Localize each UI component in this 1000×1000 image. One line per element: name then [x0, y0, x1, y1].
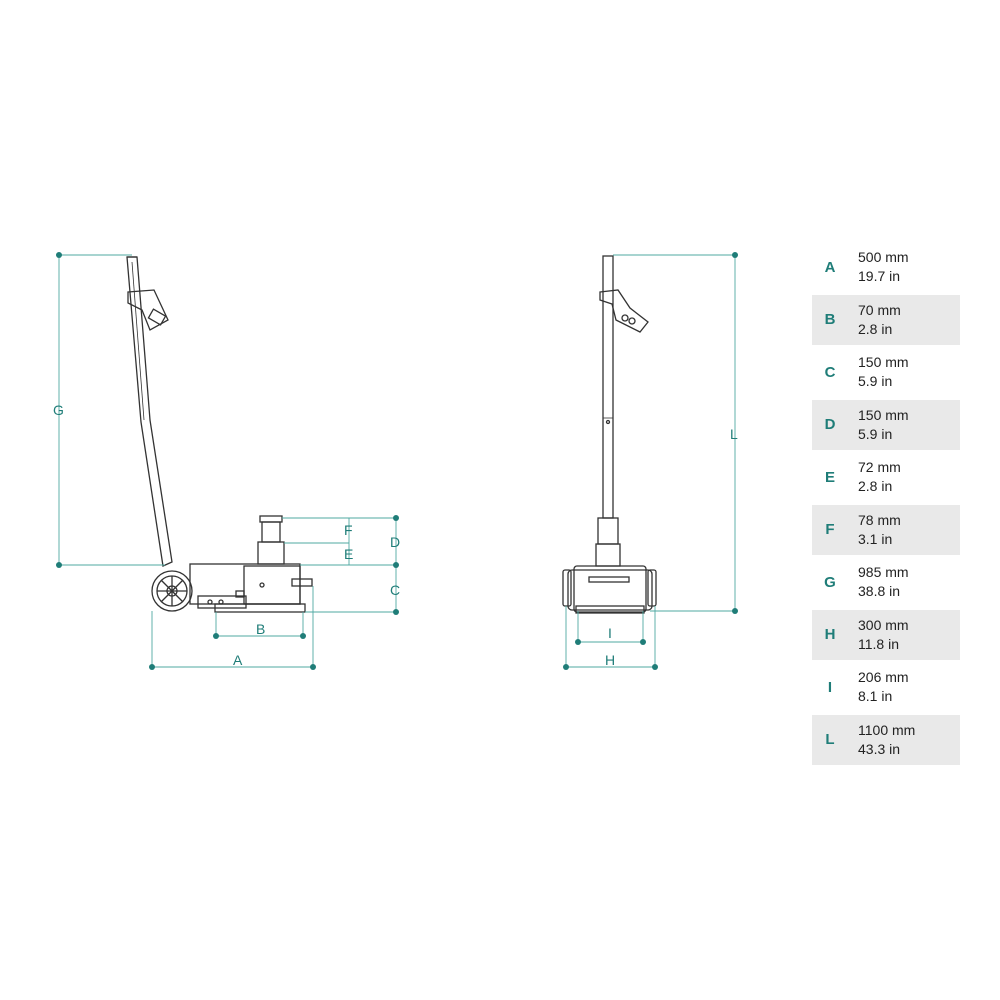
front-view-jack [562, 255, 657, 614]
spec-mm: 72 mm [858, 459, 901, 475]
label-f: F [344, 522, 353, 538]
spec-in: 8.1 in [858, 688, 893, 704]
spec-key: F [825, 521, 835, 538]
spec-row-g: G 985 mm 38.8 in [812, 557, 960, 607]
spec-key: B [824, 311, 836, 328]
side-view-jack [126, 256, 313, 613]
side-ram-upper [261, 521, 281, 543]
label-d: D [390, 534, 400, 550]
label-l: L [730, 426, 738, 442]
spec-row-e: E 72 mm 2.8 in [812, 452, 960, 502]
spec-in: 38.8 in [858, 583, 901, 599]
specification-table: A 500 mm 19.7 in B 70 mm 2.8 in C 150 mm… [812, 242, 960, 767]
spec-in: 11.8 in [858, 635, 899, 652]
spec-in: 19.7 in [858, 268, 901, 284]
side-saddle [259, 515, 283, 523]
spec-row-h: H 300 mm 11.8 in [812, 609, 960, 660]
label-c: C [390, 582, 400, 598]
spec-mm: 985 mm [858, 564, 909, 580]
spec-mm: 300 mm [858, 616, 909, 633]
spec-mm: 70 mm [858, 301, 901, 318]
spec-row-b: B 70 mm 2.8 in [812, 294, 960, 345]
spec-in: 5.9 in [858, 373, 893, 389]
spec-row-f: F 78 mm 3.1 in [812, 504, 960, 555]
side-handle [126, 256, 173, 567]
spec-row-c: C 150 mm 5.9 in [812, 347, 960, 397]
front-dimension-labels: L I H [605, 426, 738, 668]
spec-key: C [824, 363, 836, 381]
front-dimensions [563, 252, 738, 670]
spec-key: I [827, 678, 833, 696]
spec-in: 2.8 in [858, 478, 893, 494]
label-h: H [605, 652, 615, 668]
spec-mm: 150 mm [858, 406, 909, 423]
spec-key: D [824, 416, 836, 433]
spec-in: 5.9 in [858, 425, 893, 442]
spec-key: A [824, 258, 836, 276]
side-wheel [151, 570, 193, 612]
label-b: B [256, 621, 265, 637]
spec-row-a: A 500 mm 19.7 in [812, 242, 960, 292]
spec-mm: 1100 mm [858, 721, 916, 738]
spec-row-i: I 206 mm 8.1 in [812, 662, 960, 712]
label-a: A [233, 652, 243, 668]
spec-row-l: L 1100 mm 43.3 in [812, 714, 960, 765]
side-handle-control [127, 289, 169, 331]
side-dimension-labels: G F E D C B A [53, 402, 400, 668]
spec-mm: 150 mm [858, 354, 909, 370]
spec-in: 3.1 in [858, 530, 893, 547]
label-i: I [608, 625, 612, 641]
front-handle [602, 255, 614, 519]
spec-in: 43.3 in [858, 740, 901, 757]
spec-row-d: D 150 mm 5.9 in [812, 399, 960, 450]
spec-key: E [824, 468, 835, 486]
spec-mm: 206 mm [858, 669, 909, 685]
spec-mm: 78 mm [858, 511, 901, 528]
side-body [189, 563, 301, 605]
label-e: E [344, 546, 353, 562]
spec-key: G [824, 573, 836, 591]
front-body [573, 565, 647, 613]
spec-key: H [824, 626, 836, 643]
front-handle-control [599, 289, 649, 333]
spec-key: L [825, 731, 835, 748]
side-dimensions [56, 252, 399, 670]
spec-in: 2.8 in [858, 320, 893, 337]
side-ram-lower [257, 541, 285, 565]
label-g: G [53, 402, 64, 418]
spec-mm: 500 mm [858, 249, 909, 265]
